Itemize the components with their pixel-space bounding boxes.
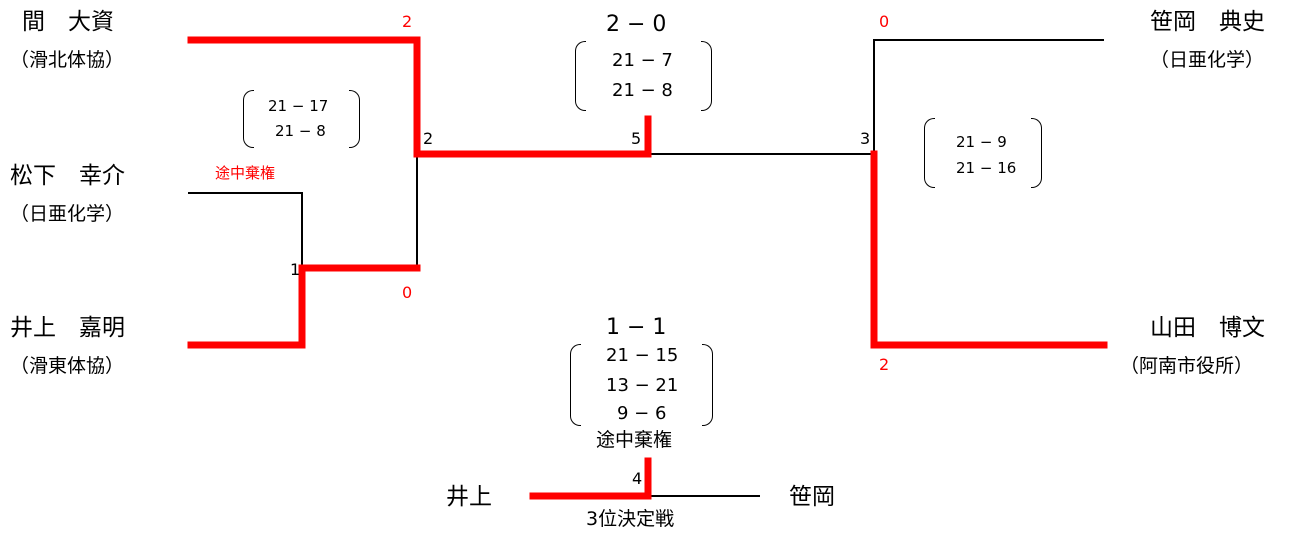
score-hazama: 2 [402,12,413,31]
win-line-hazama [187,36,652,158]
player-team-yamada: （阿南市役所） [1120,355,1254,377]
third-game-3: 9 − 6 [617,403,667,424]
final-game-2: 21 − 8 [612,80,673,101]
player-team-sasaoka: （日亜化学） [1150,49,1265,71]
score-inoue: 0 [402,283,413,302]
paren-left [570,344,581,426]
paren-right [1031,118,1042,188]
third-left-name: 井上 [446,484,492,510]
match-number-1: 1 [290,260,301,279]
win-line-third [529,457,652,500]
paren-left [243,90,254,148]
game-score-hazama-2: 21 − 8 [275,122,326,140]
score-yamada: 2 [879,355,890,374]
retire-note-matsushita: 途中棄権 [215,164,276,182]
paren-left [575,41,586,111]
third-right-name: 笹岡 [789,484,835,510]
match-number-5: 5 [631,129,642,148]
third-summary: 1 − 1 [606,315,667,340]
player-name-matsushita: 松下 幸介 [10,163,125,189]
player-name-sasaoka: 笹岡 典史 [1150,9,1265,35]
player-team-hazama: （滑北体協） [10,49,125,71]
final-game-1: 21 − 7 [612,50,673,71]
player-team-inoue: （滑東体協） [10,355,125,377]
player-team-matsushita: （日亜化学） [10,203,125,225]
final-summary: 2 − 0 [606,12,667,37]
game-score-yamada-1: 21 − 9 [956,133,1007,151]
player-name-inoue: 井上 嘉明 [10,315,125,341]
third-retire-note: 途中棄権 [596,429,673,451]
match-number-4: 4 [632,469,643,488]
player-name-yamada: 山田 博文 [1150,315,1265,341]
score-sasaoka: 0 [879,12,890,31]
paren-right [701,41,712,111]
third-place-title: 3位決定戦 [586,508,675,530]
game-score-yamada-2: 21 − 16 [956,159,1017,177]
line-matsushita [188,192,303,268]
player-name-hazama: 間 大資 [22,9,114,35]
third-game-2: 13 − 21 [606,375,679,396]
win-line-yamada [870,150,1108,349]
win-line-inoue [187,264,421,349]
match-number-2: 2 [423,129,434,148]
line-sasaoka [873,39,1104,154]
paren-right [349,90,360,148]
game-score-hazama-1: 21 − 17 [268,97,329,115]
match-number-3: 3 [860,129,871,148]
paren-left [924,118,935,188]
paren-right [702,344,713,426]
third-game-1: 21 − 15 [606,345,679,366]
